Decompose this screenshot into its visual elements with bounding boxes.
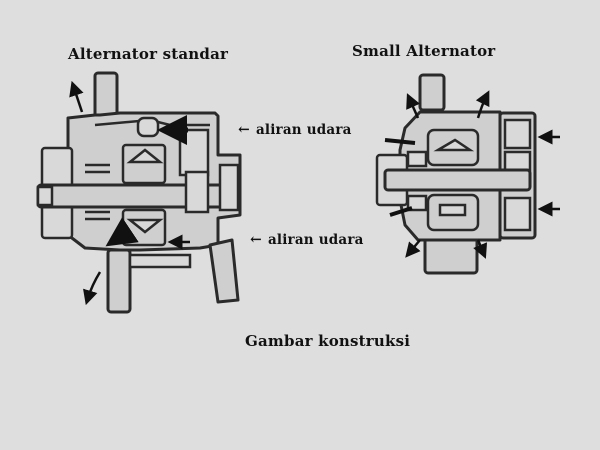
arrow-left-icon: ← (250, 232, 262, 248)
diagram-caption: Gambar konstruksi (245, 332, 411, 350)
airflow-label-upper: ←aliran udara (238, 122, 352, 138)
small-alternator-title: Small Alternator (352, 42, 496, 60)
standard-alternator-title: Alternator standar (68, 45, 229, 63)
small-alternator-drawing (375, 73, 560, 275)
standard-alternator-drawing (36, 71, 242, 314)
airflow-label-lower: ←aliran udara (250, 232, 364, 248)
arrow-left-icon: ← (238, 122, 250, 138)
